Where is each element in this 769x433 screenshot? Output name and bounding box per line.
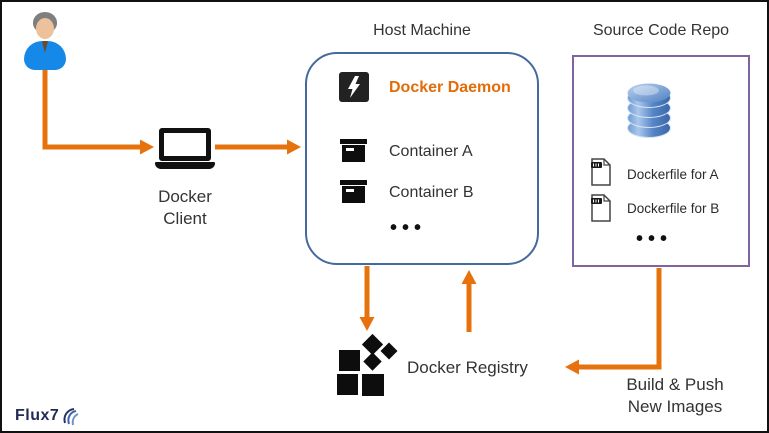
arrowhead-registry-to-host (461, 270, 477, 284)
docker-daemon-label: Docker Daemon (389, 79, 511, 96)
user-icon (24, 12, 66, 70)
build-push-label: Build & Push New Images (626, 375, 724, 416)
arrow-repo-to-registry (578, 268, 662, 370)
dockerfile-a-label: Dockerfile for A (627, 167, 719, 182)
docker-registry-icon (335, 333, 399, 398)
arrow-user-to-client (42, 68, 142, 150)
lightning-bolt-icon (348, 76, 360, 98)
host-ellipsis: ••• (390, 217, 427, 239)
host-machine-title: Host Machine (373, 22, 471, 39)
database-icon (627, 83, 671, 138)
arrowhead-client-to-host (287, 139, 301, 155)
docker-registry-label: Docker Registry (407, 358, 528, 377)
flux7-swirl-icon (63, 408, 79, 426)
container-a-label: Container A (389, 143, 473, 160)
dockerfile-a-icon (591, 158, 611, 186)
arrowhead-host-to-registry (359, 317, 375, 331)
arrowhead-user-to-client (140, 139, 154, 155)
dockerfile-b-label: Dockerfile for B (627, 201, 720, 216)
dockerfile-b-icon (591, 194, 611, 222)
repo-ellipsis: ••• (636, 228, 673, 250)
laptop-base (155, 162, 215, 169)
flux7-logo: Flux7 (15, 406, 79, 426)
docker-client-label: Docker Client (158, 187, 212, 228)
laptop-screen (159, 128, 211, 161)
container-b-icon (340, 180, 367, 204)
docker-daemon-icon (339, 72, 369, 102)
arrowhead-repo-to-registry (565, 359, 579, 375)
user-collar (42, 41, 48, 53)
laptop-icon (155, 128, 215, 170)
source-repo-title: Source Code Repo (592, 22, 730, 39)
user-face (36, 18, 54, 39)
container-b-label: Container B (389, 184, 474, 201)
container-a-icon (340, 139, 367, 163)
flux7-logo-text: Flux7 (15, 407, 60, 424)
